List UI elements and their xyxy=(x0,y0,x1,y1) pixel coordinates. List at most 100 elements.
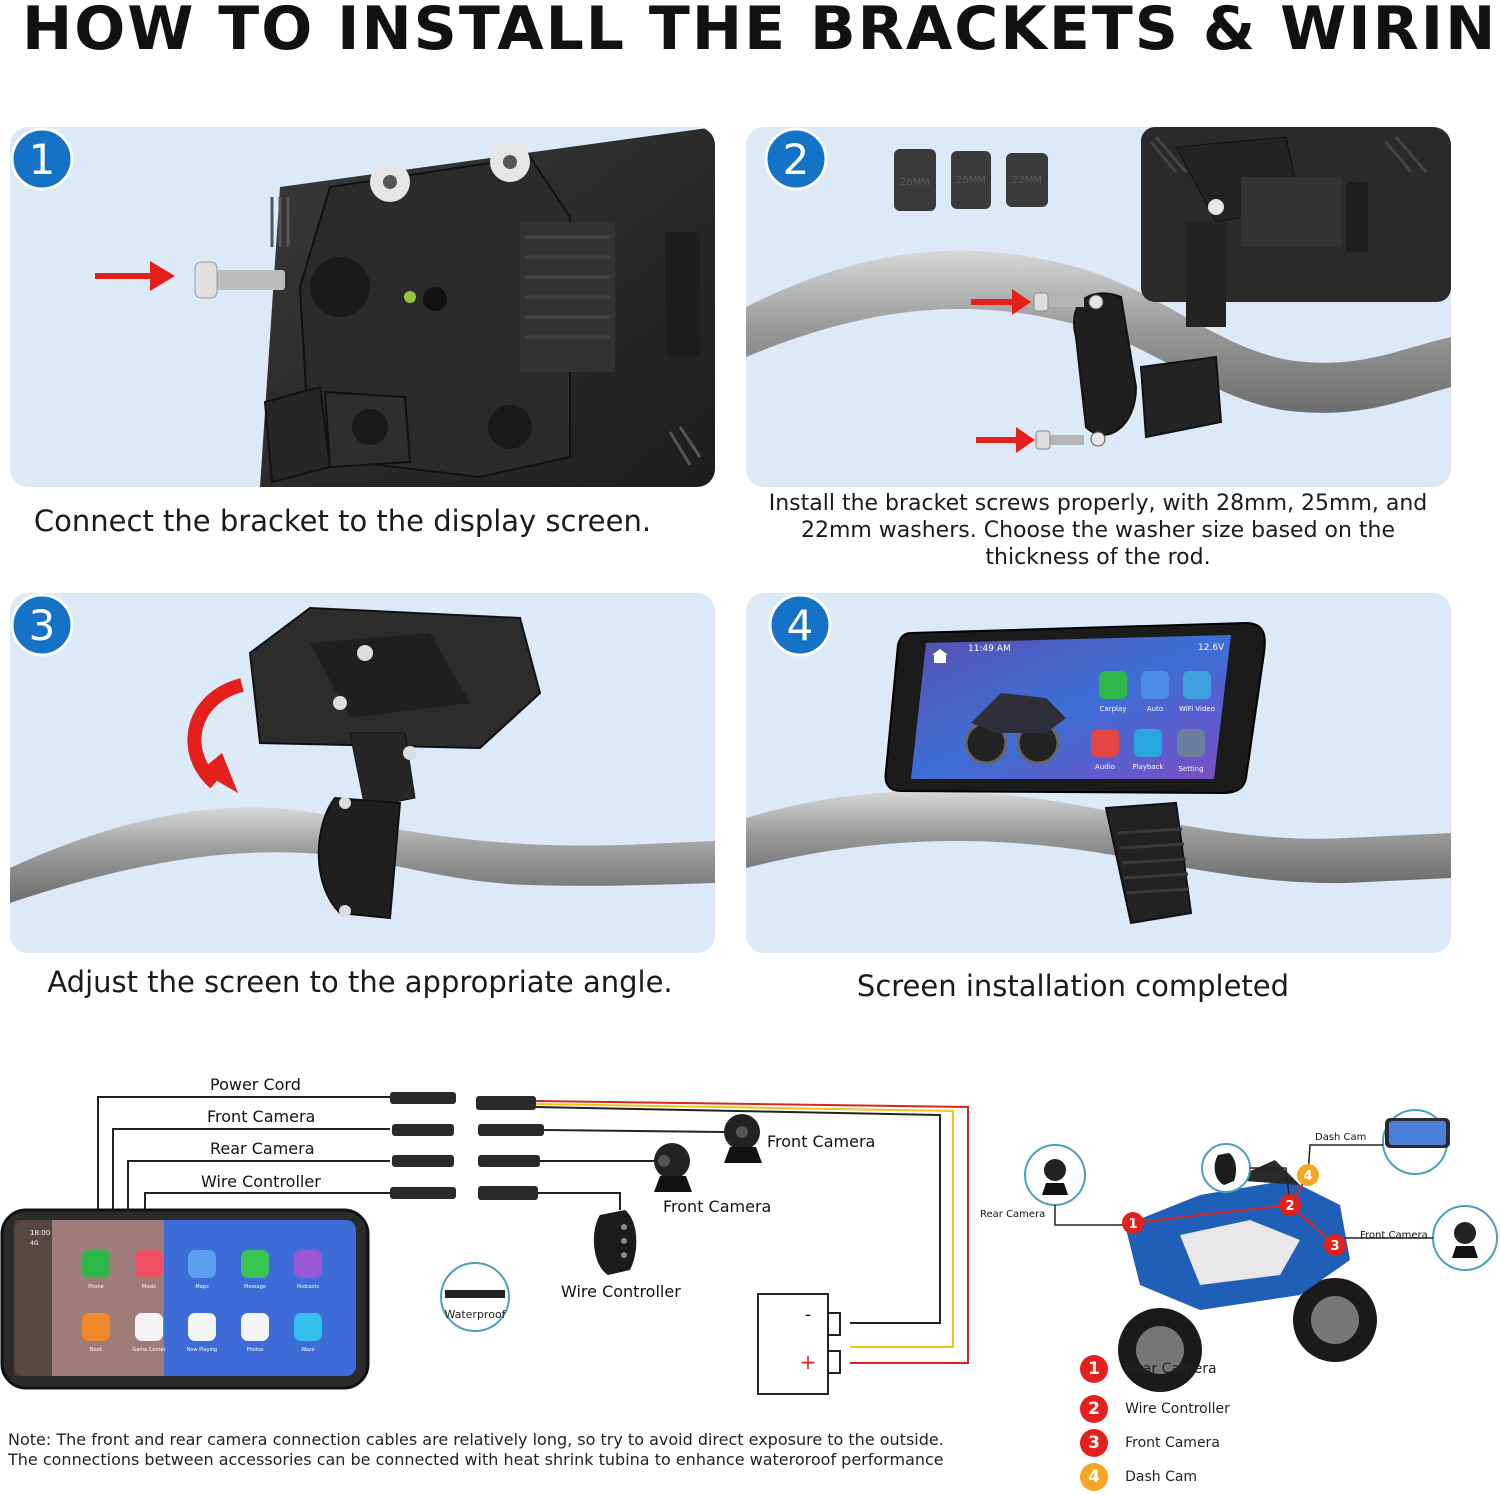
playback-tile xyxy=(1134,729,1162,757)
cord-label-wire-controller: Wire Controller xyxy=(201,1172,321,1191)
setting-tile xyxy=(1177,729,1205,757)
wiring-diagram: - + Waterproof 18:00 4G P xyxy=(0,1092,1498,1395)
step-4-illustration: 11:49 AM 12.6V Carplay Auto WiFi Video A… xyxy=(746,621,1451,925)
clamp xyxy=(317,796,402,920)
note-line-1: Note: The front and rear camera connecti… xyxy=(8,1430,944,1449)
carplay-app-music: Music xyxy=(142,1284,156,1290)
waterproof-label: Waterproof xyxy=(444,1308,506,1321)
screw-upper xyxy=(1033,292,1104,312)
step-2-caption: Install the bracket screws properly, wit… xyxy=(768,491,1428,570)
app-label-audio: Audio xyxy=(1095,763,1115,771)
screw-1 xyxy=(194,261,285,299)
carplay-app-message: Message xyxy=(244,1284,266,1290)
dash-cam-callout xyxy=(1307,1109,1450,1176)
bike-label-front-camera: Front Camera xyxy=(1360,1230,1428,1241)
audio-tile xyxy=(1091,729,1119,757)
washer-28-label: 28MM xyxy=(900,177,930,188)
legend-label-1: Rear Camera xyxy=(1125,1361,1217,1377)
bike-marker-4: 4 xyxy=(1303,1169,1312,1184)
carplay-app-waze: Waze xyxy=(301,1347,314,1353)
waterproof-icon: Waterproof xyxy=(440,1262,510,1332)
bike-marker-1: 1 xyxy=(1128,1217,1137,1232)
carplay-app-photos: Photos xyxy=(247,1347,264,1353)
step-1-panel: 1 xyxy=(10,127,715,487)
carplay-app-now-playing: Now Playing xyxy=(187,1347,218,1353)
carplay-app-game-center: Game Center xyxy=(132,1347,166,1353)
cords xyxy=(97,1096,390,1215)
carplay-app-podcasts: Podcasts xyxy=(297,1284,319,1290)
step-3-illustration xyxy=(10,606,715,920)
app-tiles: Carplay Auto WiFi Video Audio Playback S… xyxy=(1091,671,1215,773)
washer-22-label: 22MM xyxy=(1012,175,1042,186)
screen-voltage: 12.6V xyxy=(1198,643,1225,653)
screen-time: 11:49 AM xyxy=(968,644,1011,654)
legend-item-wire-controller: 2 Wire Controller xyxy=(1080,1395,1230,1423)
step-3-panel: 3 xyxy=(10,593,715,953)
front-camera-icon-a xyxy=(724,1114,762,1163)
rear-camera-callout xyxy=(1024,1144,1130,1226)
bike-label-dash-cam: Dash Cam xyxy=(1315,1132,1367,1143)
app-label-auto: Auto xyxy=(1147,705,1163,713)
cord-label-rear-camera: Rear Camera xyxy=(210,1139,315,1158)
auto-tile xyxy=(1141,671,1169,699)
step-number-4: 4 xyxy=(787,601,814,650)
carplay-app-maps: Maps xyxy=(195,1284,209,1290)
cord-label-power: Power Cord xyxy=(210,1075,301,1094)
page-title: HOW TO INSTALL THE BRACKETS & WIRING xyxy=(22,0,1500,64)
wire-yellow xyxy=(535,1103,954,1348)
app-label-carplay: Carplay xyxy=(1100,705,1127,713)
legend-label-4: Dash Cam xyxy=(1125,1469,1198,1485)
step-1-illustration xyxy=(95,127,715,487)
wire-black xyxy=(535,1106,941,1324)
step-2-panel: 28MM 25MM 22MM 2 xyxy=(746,127,1451,487)
wire-controller-icon xyxy=(593,1210,637,1275)
bike-marker-3: 3 xyxy=(1330,1239,1339,1254)
legend-dot-2: 2 xyxy=(1080,1395,1108,1423)
step-badge-3: 3 xyxy=(10,593,74,657)
wifi-video-tile xyxy=(1183,671,1211,699)
step-badge-1: 1 xyxy=(10,127,74,191)
washer-25-label: 25MM xyxy=(956,175,986,186)
step-badge-2: 2 xyxy=(764,127,828,191)
arrow-red-1 xyxy=(95,261,175,291)
battery-plus: + xyxy=(800,1350,817,1374)
battery-box xyxy=(757,1293,829,1395)
legend-label-2: Wire Controller xyxy=(1125,1401,1230,1417)
legend-item-rear-camera: 1 Rear Camera xyxy=(1080,1355,1217,1383)
step-4-panel: 11:49 AM 12.6V Carplay Auto WiFi Video A… xyxy=(746,593,1451,953)
screw-lower xyxy=(1035,430,1106,450)
legend-item-dash-cam: 4 Dash Cam xyxy=(1080,1463,1197,1491)
wire-red xyxy=(535,1100,969,1364)
bike-markers: 1 2 3 4 xyxy=(1122,1164,1346,1256)
carplay-signal: 4G xyxy=(30,1240,39,1247)
connectors-right xyxy=(476,1096,544,1200)
device-label-wire-controller: Wire Controller xyxy=(561,1282,681,1301)
step-2-illustration: 28MM 25MM 22MM xyxy=(746,127,1451,453)
device-label-front-camera-b: Front Camera xyxy=(663,1197,772,1216)
step-3-caption: Adjust the screen to the appropriate ang… xyxy=(47,965,673,999)
app-label-wifi-video: WiFi Video xyxy=(1179,705,1215,713)
front-camera-callout xyxy=(1345,1205,1498,1271)
legend-label-3: Front Camera xyxy=(1125,1435,1220,1451)
step-badge-4: 4 xyxy=(768,593,832,657)
legend-item-front-camera: 3 Front Camera xyxy=(1080,1429,1220,1457)
step-4-caption: Screen installation completed xyxy=(856,969,1290,1003)
cord-label-front-camera: Front Camera xyxy=(207,1107,316,1126)
wire-controller-callout xyxy=(1201,1143,1291,1206)
bike-marker-2: 2 xyxy=(1285,1199,1294,1214)
carplay-app-book: Book xyxy=(90,1347,103,1353)
arrow-red-2 xyxy=(971,289,1035,453)
carplay-apps: Phone Music Maps Message Podcasts Book G… xyxy=(82,1250,322,1353)
legend-dot-1: 1 xyxy=(1080,1355,1108,1383)
app-label-playback: Playback xyxy=(1132,763,1164,771)
carplay-tile xyxy=(1099,671,1127,699)
step-number-1: 1 xyxy=(29,135,56,184)
battery-minus: - xyxy=(805,1304,812,1325)
washers: 28MM 25MM 22MM xyxy=(894,149,1048,211)
installation-note: Note: The front and rear camera connecti… xyxy=(8,1430,1018,1470)
house-icon xyxy=(932,649,948,663)
carplay-app-phone: Phone xyxy=(88,1284,104,1290)
app-label-setting: Setting xyxy=(1178,765,1203,773)
handlebar xyxy=(746,791,1451,884)
connectors-left xyxy=(390,1092,456,1199)
